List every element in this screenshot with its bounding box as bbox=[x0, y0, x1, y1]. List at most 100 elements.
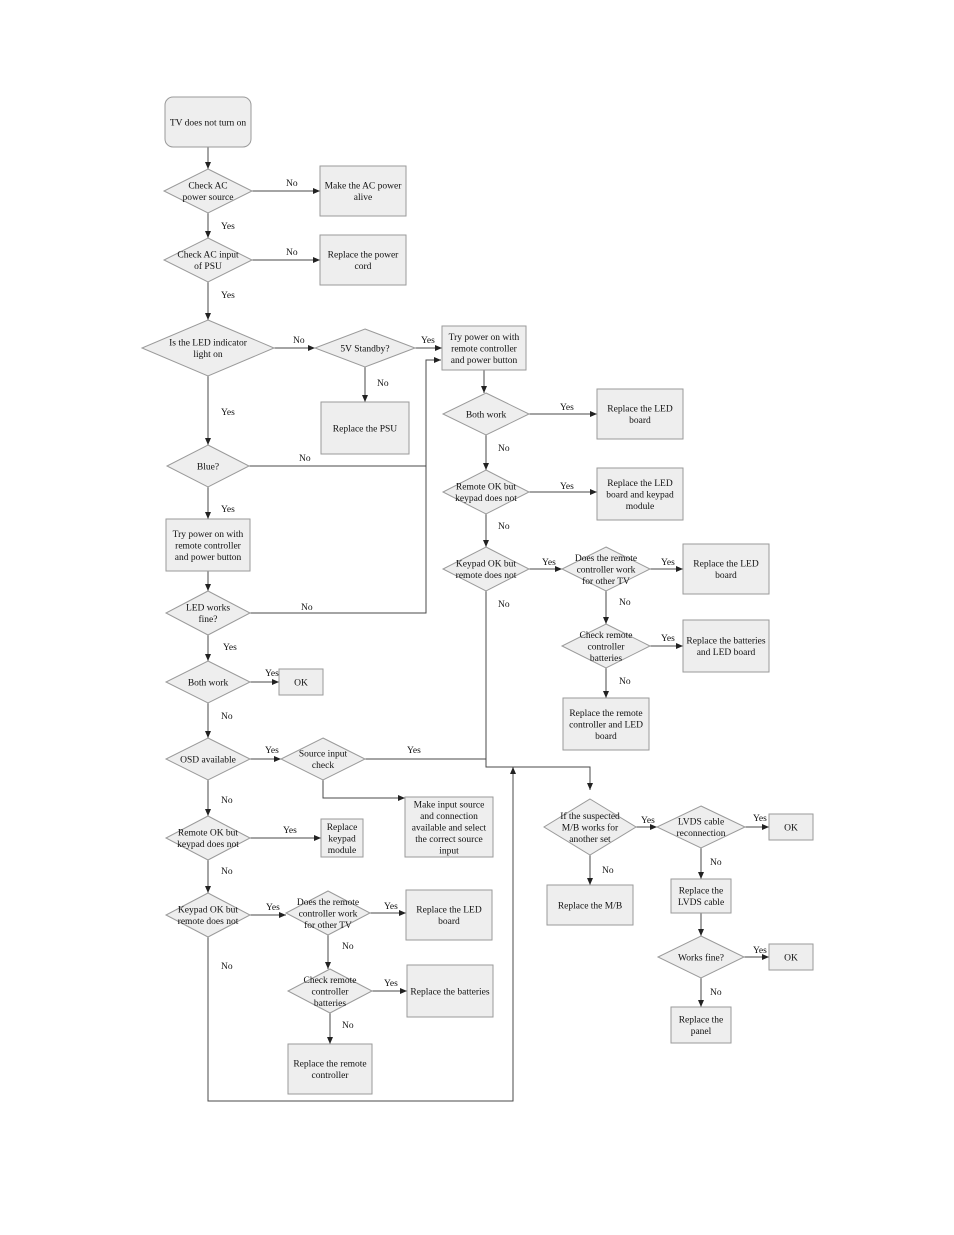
node-rep-bat-l: Replace the batteries bbox=[406, 964, 494, 1018]
edge-label-yes: Yes bbox=[407, 746, 421, 756]
node-text: OK bbox=[784, 953, 798, 963]
edge-label-yes: Yes bbox=[265, 746, 279, 756]
process-box bbox=[287, 1043, 373, 1095]
process-box bbox=[682, 619, 770, 673]
node-osd: OSD available bbox=[164, 737, 252, 781]
edge-label-no: No bbox=[342, 1021, 354, 1031]
process-box bbox=[670, 878, 732, 914]
decision-diamond bbox=[164, 815, 252, 861]
node-text: TV does not turn on bbox=[170, 118, 247, 128]
edge-label-yes: Yes bbox=[560, 403, 574, 413]
edge-label-yes: Yes bbox=[266, 903, 280, 913]
edge-label-yes: Yes bbox=[221, 505, 235, 515]
decision-diamond bbox=[279, 737, 367, 781]
edge-label-yes: Yes bbox=[753, 814, 767, 824]
edge-label-no: No bbox=[286, 179, 298, 189]
edge-label-no: No bbox=[221, 962, 233, 972]
connector-18 bbox=[322, 780, 405, 801]
process-box bbox=[406, 964, 494, 1018]
process-box bbox=[319, 165, 407, 217]
decision-diamond bbox=[441, 546, 531, 592]
node-replace-psu: Replace the PSU bbox=[320, 401, 410, 455]
node-text: Both work bbox=[466, 410, 507, 420]
decision-diamond bbox=[162, 168, 254, 214]
process-box bbox=[405, 889, 493, 941]
decision-diamond bbox=[162, 237, 254, 283]
edge-label-yes: Yes bbox=[560, 482, 574, 492]
process-box bbox=[682, 543, 770, 595]
node-text: Both work bbox=[188, 678, 229, 688]
edge-label-no: No bbox=[293, 336, 305, 346]
edge-label-yes: Yes bbox=[661, 558, 675, 568]
edge-label-no: No bbox=[221, 712, 233, 722]
node-text: Blue? bbox=[197, 462, 219, 472]
edge-label-no: No bbox=[710, 858, 722, 868]
edge-label-yes: Yes bbox=[221, 408, 235, 418]
node-text: Replace the M/B bbox=[558, 901, 622, 911]
connector-9 bbox=[249, 357, 441, 467]
decision-diamond bbox=[655, 805, 747, 849]
process-box bbox=[768, 943, 814, 971]
process-box bbox=[596, 467, 684, 521]
connector-27 bbox=[207, 767, 516, 1102]
start-terminal bbox=[164, 96, 252, 148]
process-box bbox=[441, 325, 527, 371]
process-box bbox=[319, 234, 407, 286]
node-text: OSD available bbox=[180, 755, 236, 765]
decision-diamond bbox=[543, 798, 637, 856]
node-both-l: Both work bbox=[164, 660, 252, 704]
edge-label-yes: Yes bbox=[641, 816, 655, 826]
process-box bbox=[546, 884, 634, 926]
decision-diamond bbox=[164, 660, 252, 704]
edge-label-yes: Yes bbox=[384, 902, 398, 912]
node-rep-mb: Replace the M/B bbox=[546, 884, 634, 926]
decision-diamond bbox=[165, 444, 251, 488]
process-box bbox=[562, 697, 650, 751]
node-text: Replace the PSU bbox=[333, 424, 398, 434]
edge-label-no: No bbox=[286, 248, 298, 258]
decision-diamond bbox=[656, 935, 746, 979]
node-text: OK bbox=[294, 678, 308, 688]
process-box bbox=[404, 796, 494, 858]
node-text: OK bbox=[784, 823, 798, 833]
node-ok1: OK bbox=[278, 668, 324, 696]
process-box bbox=[278, 668, 324, 696]
edge-label-yes: Yes bbox=[265, 669, 279, 679]
decision-diamond bbox=[284, 890, 372, 936]
decision-diamond bbox=[164, 892, 252, 938]
process-box bbox=[320, 401, 410, 455]
decision-diamond bbox=[164, 737, 252, 781]
connector-12 bbox=[250, 466, 427, 614]
node-ok2: OK bbox=[768, 813, 814, 841]
node-blue: Blue? bbox=[165, 444, 251, 488]
node-ok3: OK bbox=[768, 943, 814, 971]
